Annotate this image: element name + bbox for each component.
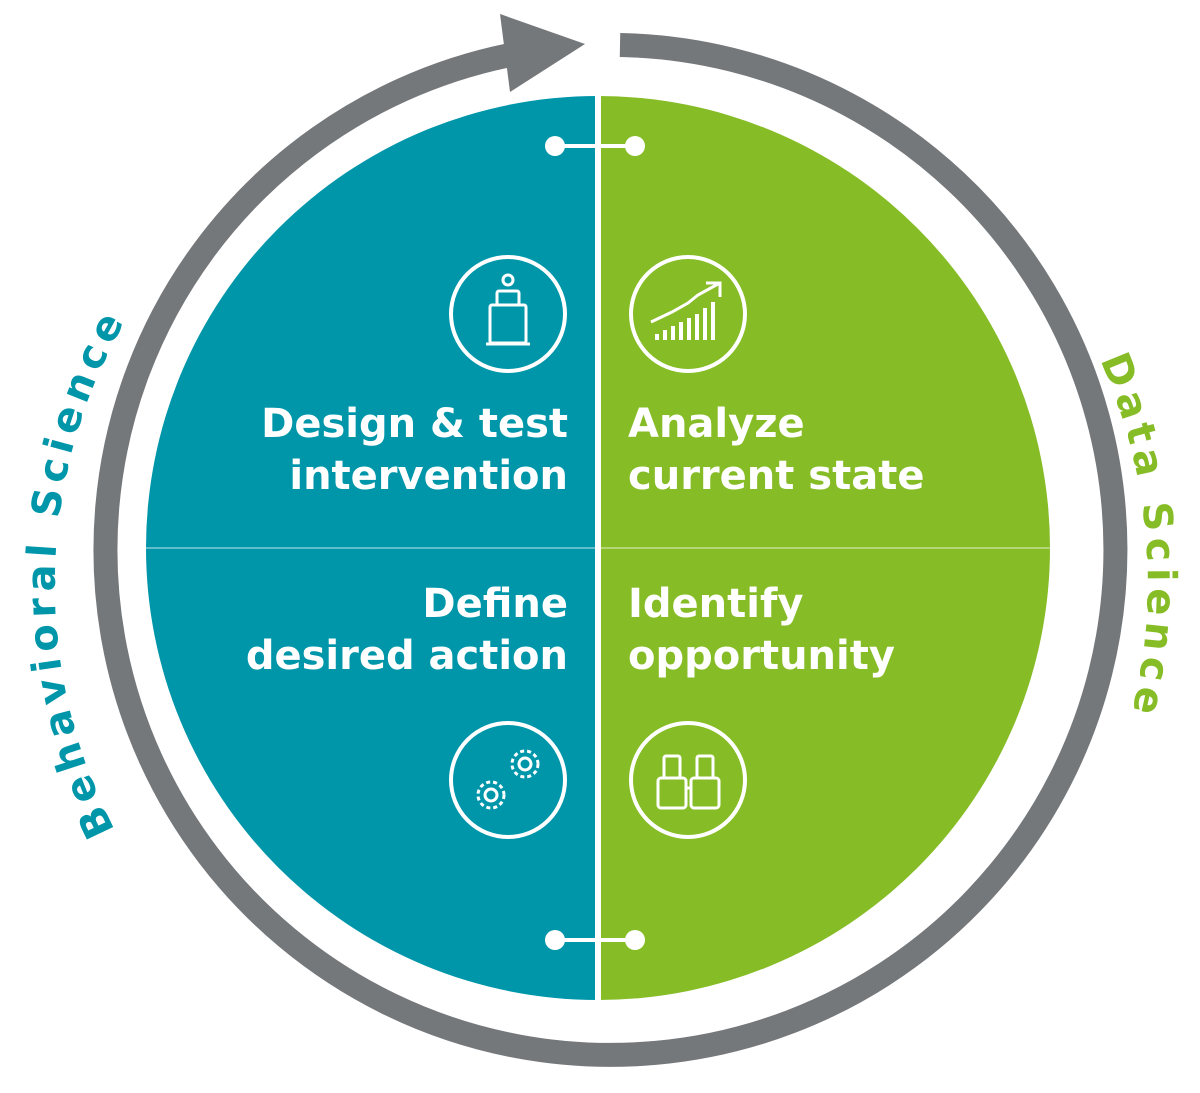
quadrant-bottom-right-text: Identify opportunity bbox=[628, 578, 895, 682]
quadrant-bottom-left-text: Define desired action bbox=[246, 578, 568, 682]
quadrant-line: Identify bbox=[628, 581, 804, 627]
quadrant-line: opportunity bbox=[628, 633, 895, 679]
top-connector bbox=[545, 136, 645, 156]
quadrant-top-left-text: Design & test intervention bbox=[261, 398, 568, 502]
quadrant-line: desired action bbox=[245, 633, 568, 679]
quadrant-top-right-text: Analyze current state bbox=[628, 398, 924, 502]
binoculars-icon bbox=[629, 721, 747, 839]
growth-chart-icon bbox=[629, 255, 747, 373]
quadrant-line: Analyze bbox=[628, 401, 805, 447]
behavioral-science-label: Behavioral Science bbox=[19, 300, 136, 846]
quadrant-line: intervention bbox=[289, 453, 568, 499]
quadrant-line: Design & test bbox=[261, 401, 568, 447]
cycle-arrowhead bbox=[500, 14, 585, 92]
cycle-ring-arrow bbox=[93, 33, 1128, 1067]
behavioral-science-text: Behavioral Science bbox=[19, 300, 130, 846]
quadrant-line: current state bbox=[628, 453, 925, 499]
quadrant-line: Define bbox=[422, 581, 568, 627]
gears-icon bbox=[449, 721, 567, 839]
bottom-connector bbox=[545, 930, 645, 950]
podium-icon bbox=[449, 255, 567, 373]
